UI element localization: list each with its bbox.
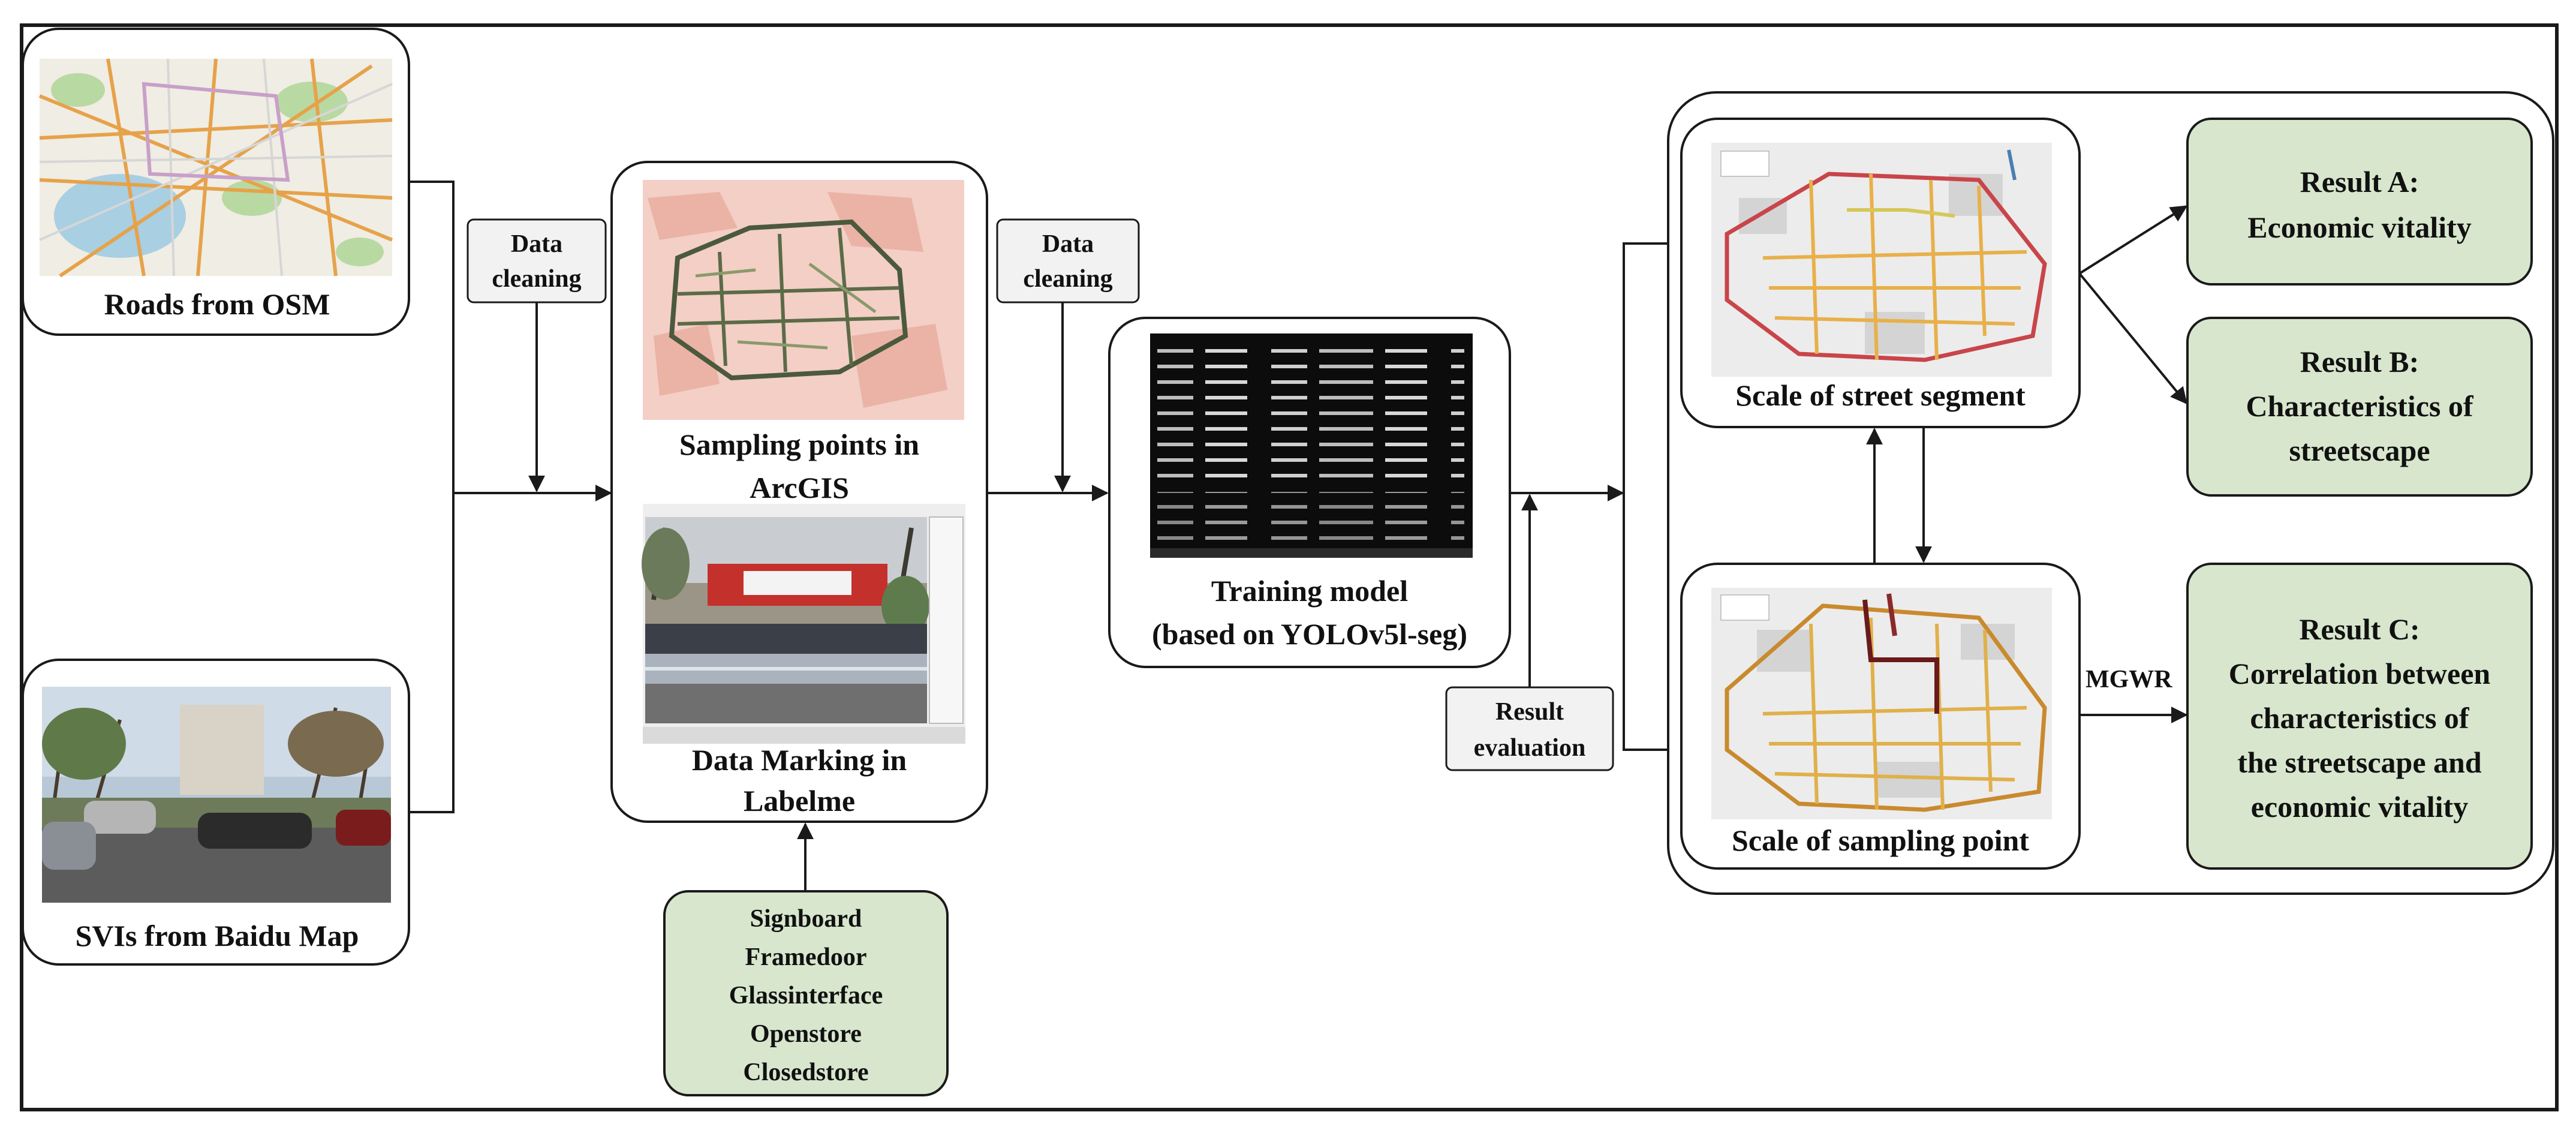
svg-text:Result C:: Result C: [2299,612,2419,646]
svg-text:Data: Data [511,230,562,258]
marking-label-line2: Labelme [744,784,855,818]
sampling-label-line1: Sampling points in [679,428,919,461]
street-segment-box: Scale of street segment [1680,118,2081,428]
svg-text:Result A:: Result A: [2300,165,2419,199]
svg-text:Data: Data [1042,230,1094,258]
svg-text:streetscape: streetscape [2289,434,2430,467]
marking-label-line1: Data Marking in [692,743,907,777]
outer-frame [20,23,2559,1111]
roads-label: Roads from OSM [104,287,330,321]
svg-text:Economic vitality: Economic vitality [2247,211,2472,244]
street-segment-map-thumbnail [1711,143,2052,377]
sampling-marking-box: Sampling points in ArcGIS Data Marking i… [610,161,988,823]
sampling-point-map-thumbnail [1711,588,2052,819]
data-cleaning-1-box: Data cleaning [467,218,607,303]
class-signboard: Signboard [750,905,862,933]
result-b-box: Result B: Characteristics of streetscape [2186,317,2533,497]
svg-text:the streetscape and: the streetscape and [2237,746,2482,779]
training-label-line2: (based on YOLOv5l-seg) [1152,617,1467,651]
svg-text:cleaning: cleaning [1023,265,1112,293]
data-cleaning-2-box: Data cleaning [996,218,1140,303]
svg-text:Result: Result [1495,698,1564,726]
svg-text:Characteristics of: Characteristics of [2246,389,2473,423]
segment-to-result-b-arrow [2078,272,2187,405]
osm-road-map-thumbnail [38,58,393,278]
arcgis-map-thumbnail [643,180,964,420]
scale-segment-label: Scale of street segment [1735,378,2026,412]
terminal-output-thumbnail [1150,333,1473,558]
svg-text:evaluation: evaluation [1474,734,1586,762]
training-model-box: Training model (based on YOLOv5l-seg) [1108,317,1511,668]
class-closedstore: Closedstore [743,1059,868,1086]
scale-bracket [1623,242,1669,751]
scale-point-label: Scale of sampling point [1732,824,2029,857]
classes-box: Signboard Framedoor Glassinterface Opens… [663,890,949,1096]
mgwr-label: MGWR [2086,666,2172,693]
svg-text:characteristics of: characteristics of [2250,701,2469,735]
roads-from-osm-box: Roads from OSM [22,28,410,336]
street-view-photo-thumbnail [42,687,391,903]
svg-text:Result B:: Result B: [2300,345,2419,378]
result-a-box: Result A: Economic vitality [2186,118,2533,285]
merge-connector [409,181,455,813]
result-c-box: Result C: Correlation between characteri… [2186,563,2533,870]
training-label-line1: Training model [1211,574,1408,608]
labelme-screenshot-thumbnail [642,504,965,744]
svi-box: SVIs from Baidu Map [22,659,410,966]
class-glassinterface: Glassinterface [729,982,883,1009]
sampling-point-box: Scale of sampling point [1680,563,2081,870]
segment-to-result-a-arrow [2078,205,2188,275]
result-evaluation-box: Result evaluation [1445,686,1614,771]
sampling-label-line2: ArcGIS [750,471,849,504]
class-framedoor: Framedoor [745,943,867,971]
svg-text:cleaning: cleaning [492,265,581,293]
svg-text:economic vitality: economic vitality [2251,790,2468,824]
svg-text:Correlation between: Correlation between [2229,657,2491,690]
svi-label: SVIs from Baidu Map [76,919,359,952]
class-openstore: Openstore [750,1020,862,1048]
